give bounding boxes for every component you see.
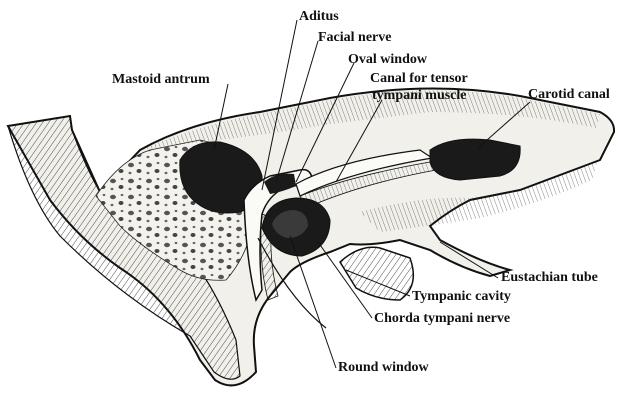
label-facial-nerve: Facial nerve bbox=[318, 30, 391, 46]
label-chorda-tympani-nerve: Chorda tympani nerve bbox=[374, 311, 510, 327]
label-aditus: Aditus bbox=[299, 9, 339, 25]
label-oval-window: Oval window bbox=[348, 52, 427, 68]
label-round-window: Round window bbox=[338, 360, 429, 376]
label-canal-tensor-2: tympani muscle bbox=[372, 88, 467, 104]
eustachian-tube-opening bbox=[340, 247, 413, 300]
label-carotid-canal: Carotid canal bbox=[528, 87, 610, 103]
label-tympanic-cavity: Tympanic cavity bbox=[412, 289, 511, 305]
label-eustachian-tube: Eustachian tube bbox=[501, 270, 598, 286]
carotid-canal-opening bbox=[430, 139, 520, 180]
label-canal-tensor-1: Canal for tensor bbox=[370, 71, 468, 87]
label-mastoid-antrum: Mastoid antrum bbox=[112, 72, 210, 88]
